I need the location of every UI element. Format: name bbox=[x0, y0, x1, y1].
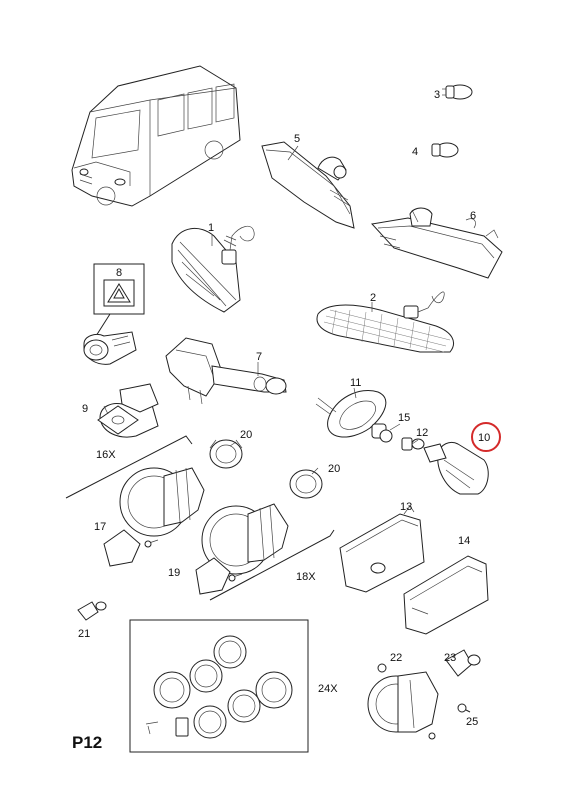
ring-c bbox=[213, 635, 247, 669]
callout-20b: 20 bbox=[328, 463, 340, 475]
callout-10: 10 bbox=[478, 432, 490, 444]
hazard-switch-8[interactable] bbox=[83, 263, 145, 365]
bulb-4[interactable] bbox=[431, 142, 459, 158]
screw-25[interactable] bbox=[457, 703, 471, 713]
callout-13: 13 bbox=[400, 501, 412, 513]
callout-1: 1 bbox=[208, 222, 214, 234]
side-marker-lamp-1[interactable] bbox=[171, 225, 255, 313]
lamp-5[interactable] bbox=[261, 141, 355, 229]
ring-e bbox=[227, 689, 261, 723]
side-marker-lamp-2[interactable] bbox=[316, 291, 454, 353]
callout-24x: 24X bbox=[318, 683, 338, 695]
stalk-switch-7[interactable] bbox=[165, 337, 287, 405]
callout-18x: 18X bbox=[296, 571, 316, 583]
callout-20a: 20 bbox=[240, 429, 252, 441]
plate-lamp-lens-14[interactable] bbox=[403, 555, 489, 635]
bracket-17[interactable] bbox=[103, 529, 159, 567]
callout-23: 23 bbox=[444, 652, 456, 664]
bulb-3[interactable] bbox=[442, 84, 473, 100]
callout-17: 17 bbox=[94, 521, 106, 533]
side-repeater-10[interactable] bbox=[423, 441, 489, 495]
callout-12: 12 bbox=[416, 427, 428, 439]
bracket-19[interactable] bbox=[195, 557, 243, 595]
ring-a bbox=[153, 671, 191, 709]
callout-2: 2 bbox=[370, 292, 376, 304]
callout-3: 3 bbox=[434, 89, 440, 101]
leader-lines bbox=[103, 145, 419, 475]
ring-f bbox=[193, 705, 227, 739]
switch-9[interactable] bbox=[97, 383, 159, 438]
rings-kit-24[interactable] bbox=[129, 619, 309, 753]
callout-19: 19 bbox=[168, 567, 180, 579]
callout-8: 8 bbox=[116, 267, 122, 279]
ring-b bbox=[189, 659, 223, 693]
bulb-12[interactable] bbox=[401, 437, 425, 451]
page-code: P12 bbox=[72, 733, 102, 752]
callout-22: 22 bbox=[390, 652, 402, 664]
gasket-11[interactable] bbox=[315, 390, 387, 438]
callout-25: 25 bbox=[466, 716, 478, 728]
callouts: 3 4 5 6 1 2 8 7 11 9 15 12 20 16X 20 13 … bbox=[78, 89, 478, 728]
hazard-triangle-icon bbox=[107, 283, 131, 303]
bulb-holder-15[interactable] bbox=[371, 423, 393, 443]
callout-6: 6 bbox=[470, 210, 476, 222]
callout-4: 4 bbox=[412, 146, 418, 158]
callout-16x: 16X bbox=[96, 449, 116, 461]
ring-d bbox=[255, 671, 293, 709]
bulb-23[interactable] bbox=[445, 649, 481, 677]
fog-lamp-group-18[interactable] bbox=[201, 469, 335, 601]
fog-lamp-22[interactable] bbox=[367, 663, 439, 740]
callout-5: 5 bbox=[294, 133, 300, 145]
van-illustration bbox=[71, 65, 241, 207]
highlighted-callout-10[interactable]: 10 bbox=[471, 422, 501, 452]
callout-9: 9 bbox=[82, 403, 88, 415]
callout-15: 15 bbox=[398, 412, 410, 424]
callout-11: 11 bbox=[350, 377, 361, 389]
fog-lamp-group-16[interactable] bbox=[65, 435, 243, 537]
callout-7: 7 bbox=[256, 351, 262, 363]
callout-21: 21 bbox=[78, 628, 90, 640]
bulb-21[interactable] bbox=[77, 601, 107, 621]
lamp-6[interactable] bbox=[371, 207, 503, 279]
plate-lamp-13[interactable] bbox=[339, 505, 425, 593]
callout-14: 14 bbox=[458, 535, 470, 547]
